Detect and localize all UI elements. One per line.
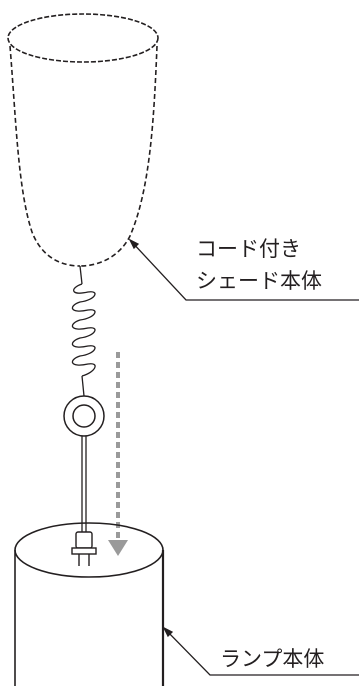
power-cord [81, 436, 87, 532]
shade-body [7, 13, 159, 267]
lamp-body [14, 522, 165, 686]
leader-lines [128, 238, 359, 676]
shade-leader-line [129, 239, 359, 301]
plug-icon [71, 531, 97, 566]
shade-right-side [79, 45, 158, 267]
spiral-cord [71, 265, 96, 397]
shade-left-side [9, 45, 81, 267]
shade-rim [7, 13, 159, 63]
hanging-ring [63, 395, 105, 437]
lamp-body-label: ランプ本体 [220, 647, 325, 671]
lamp-leader-line [163, 627, 359, 676]
insert-direction-arrow [108, 352, 128, 556]
shade-label-line2: シェード本体 [196, 269, 322, 293]
shade-label-line1: コード付き [196, 237, 301, 261]
